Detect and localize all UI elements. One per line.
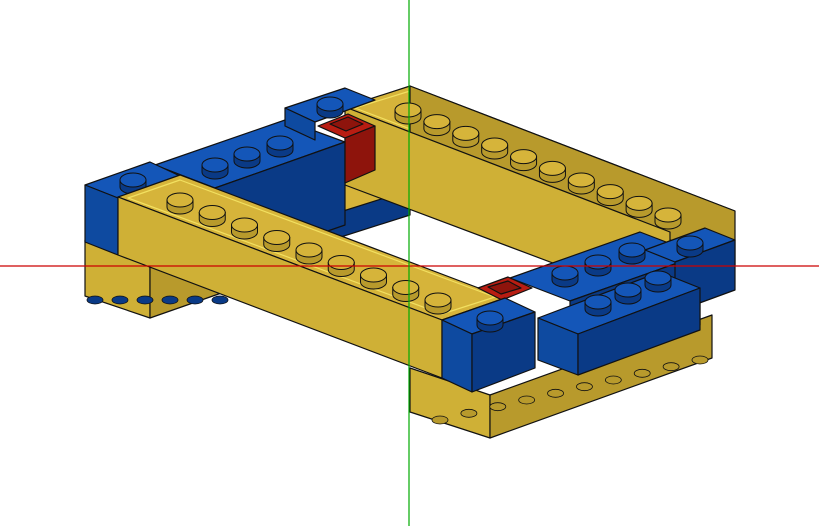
- long-near-stud: [360, 267, 387, 290]
- red-back-side: [344, 125, 376, 184]
- blue-back-stud: [233, 146, 261, 169]
- bottom-stud: [662, 362, 680, 372]
- long-far-stud: [394, 102, 422, 125]
- blue-back-stud: [266, 135, 294, 158]
- blue-end-front[interactable]: [441, 297, 536, 393]
- blue-front3-stud: [614, 282, 642, 305]
- bottom-stud: [691, 355, 709, 365]
- blue-end-back[interactable]: [284, 87, 376, 141]
- blue-right-stud: [551, 265, 579, 288]
- bottom-stud: [211, 295, 229, 305]
- long-near-stud: [392, 280, 420, 302]
- bottom-stud: [489, 402, 507, 412]
- long-far-stud: [510, 149, 538, 172]
- base-right-bottom-studs: [431, 355, 709, 425]
- bottom-stud: [633, 368, 651, 378]
- red-spacer-front[interactable]: [477, 276, 533, 301]
- bottom-stud: [518, 395, 536, 405]
- bottom-stud: [460, 408, 478, 418]
- long-far-stud: [625, 195, 653, 218]
- long-near-stud: [231, 217, 258, 240]
- long-near-stud: [424, 292, 452, 315]
- red-spacer-back[interactable]: [317, 113, 376, 184]
- red-back-hole: [329, 116, 364, 132]
- long-far-stud: [567, 172, 595, 195]
- blue-front3-stud: [584, 294, 612, 317]
- bottom-stud: [111, 295, 129, 305]
- long-far-stud: [423, 114, 451, 137]
- long-far-stud: [654, 207, 682, 230]
- bottom-stud: [86, 295, 104, 305]
- long-near-stud: [263, 230, 291, 252]
- bottom-stud: [136, 295, 154, 305]
- long-brick-far[interactable]: [344, 85, 736, 308]
- long-far-stud: [538, 160, 566, 183]
- bottom-stud: [161, 295, 179, 305]
- blue-front3-stud: [644, 270, 672, 293]
- long-far-stud: [481, 137, 509, 160]
- long-near-stud: [166, 192, 194, 215]
- bottom-stud: [431, 415, 449, 425]
- blue-front3-side: [577, 287, 701, 376]
- blue-back-end-front: [284, 107, 316, 141]
- blue-left-end-front: [84, 184, 119, 256]
- long-far-stud: [452, 125, 480, 148]
- blue-back-end-stud: [316, 96, 344, 119]
- brick-model[interactable]: [84, 85, 736, 439]
- blue-back-stud: [201, 157, 229, 180]
- bottom-stud: [604, 375, 622, 385]
- blue-corner-front[interactable]: [537, 270, 701, 376]
- long-near-stud: [198, 205, 226, 227]
- long-far-stud: [596, 184, 624, 207]
- bottom-stud: [186, 295, 204, 305]
- long-near-stud: [295, 242, 323, 265]
- red-front-hole: [487, 280, 522, 295]
- blue-right-end-stud: [676, 235, 704, 258]
- blue-front-end-stud: [476, 310, 504, 333]
- bottom-stud: [576, 382, 593, 392]
- bottom-stud: [547, 388, 564, 398]
- blue-right-stud: [618, 242, 646, 265]
- base-left-bottom-studs: [86, 295, 229, 305]
